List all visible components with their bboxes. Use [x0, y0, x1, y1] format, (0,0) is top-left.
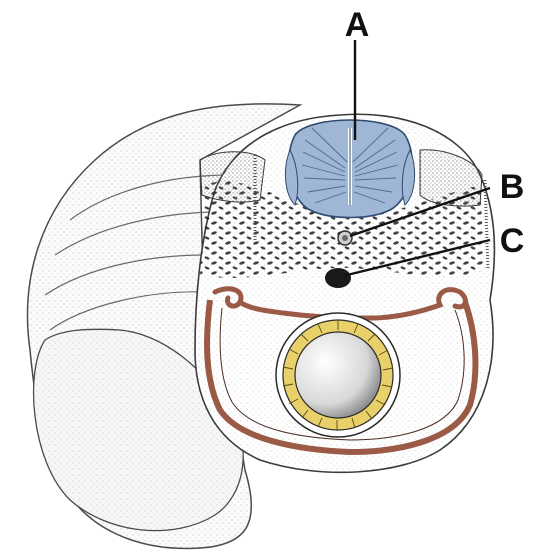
label-b: B [500, 168, 525, 206]
neural-tube [285, 120, 414, 218]
structure-b [338, 231, 352, 245]
notochord [325, 268, 351, 288]
label-a: A [345, 6, 370, 44]
label-c: C [500, 222, 525, 260]
gut-tube [276, 313, 400, 437]
